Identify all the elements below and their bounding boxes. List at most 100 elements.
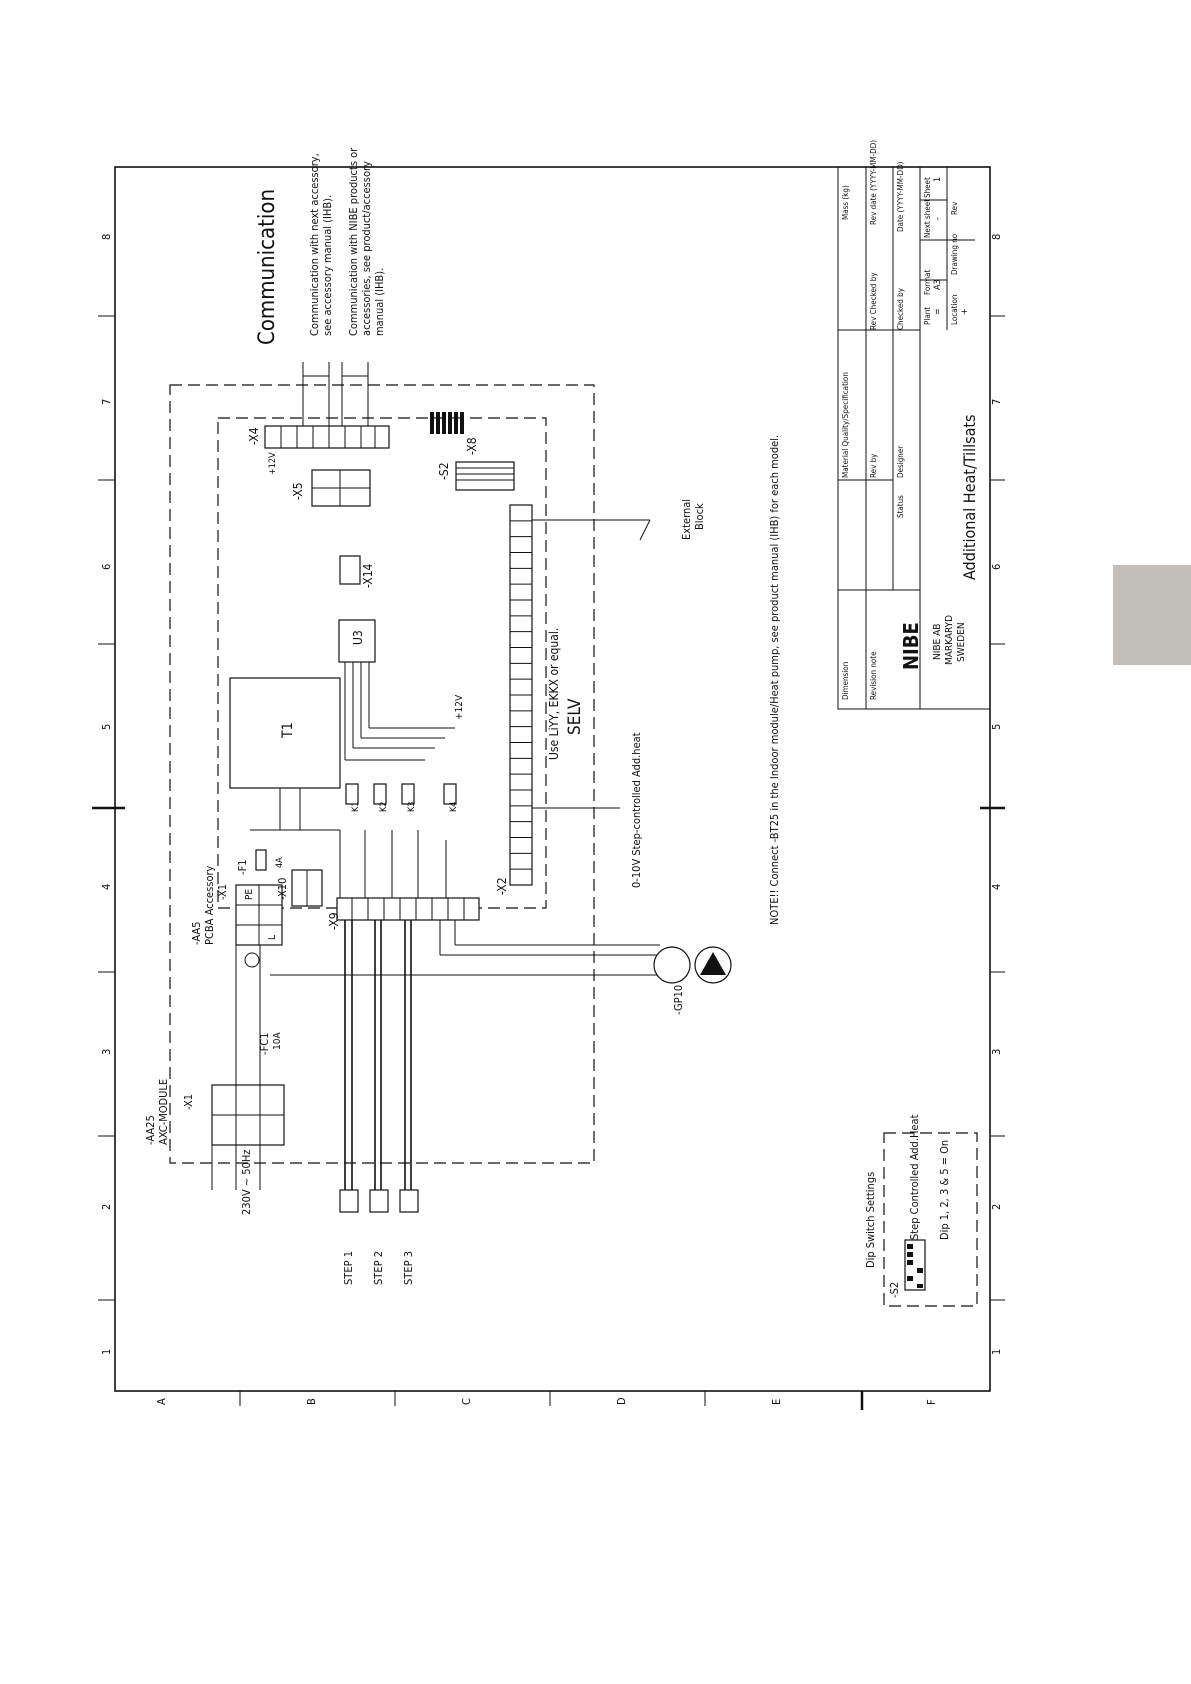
dip-setting: Dip 1, 2, 3 & 5 = On bbox=[938, 1140, 951, 1240]
pcba-l: L bbox=[267, 935, 278, 940]
f1-fuse bbox=[255, 849, 267, 871]
tb-company: NIBE AB bbox=[932, 624, 943, 660]
comm-note2-line1: Communication with NIBE products or bbox=[347, 147, 360, 336]
x4-terminals bbox=[264, 425, 390, 449]
step1-label: STEP 1 bbox=[342, 1251, 355, 1285]
step2-coil bbox=[369, 1189, 389, 1213]
u3-box bbox=[338, 619, 376, 663]
x14-connector bbox=[339, 555, 361, 585]
tb-material: Material Quality/Specification bbox=[841, 372, 850, 478]
frame-col-left-7: 7 bbox=[100, 399, 113, 405]
frame-col-left-6: 6 bbox=[100, 564, 113, 570]
pcba-x1-label: -X1 bbox=[216, 884, 229, 900]
selv-label: SELV bbox=[565, 698, 585, 735]
supply-label: 230V ~ 50Hz bbox=[240, 1150, 253, 1215]
pump-motor bbox=[653, 946, 691, 984]
tb-drawing-title: Additional Heat/Tillsats bbox=[960, 414, 979, 580]
frame-row-F: F bbox=[925, 1399, 938, 1405]
axc-x1-label: -X1 bbox=[182, 1094, 195, 1110]
relay-k1: K1 bbox=[351, 802, 361, 812]
x14-label: -X14 bbox=[361, 563, 375, 588]
x8-jumpers bbox=[430, 412, 464, 434]
tb-rev-by: Rev by bbox=[869, 453, 878, 478]
nibe-logo: NIBE bbox=[899, 622, 923, 670]
frame-ticks bbox=[98, 315, 1005, 1406]
x2-label: -X2 bbox=[495, 877, 509, 895]
relays bbox=[345, 783, 457, 805]
pcba-label: PCBA Accessory bbox=[203, 865, 216, 945]
pump-arrow bbox=[700, 952, 726, 975]
tb-drawing-no: Drawing no bbox=[950, 233, 959, 275]
fc1-label: -FC1 bbox=[258, 1033, 271, 1055]
pump-wires bbox=[270, 920, 660, 976]
tb-sheet-val: 1 bbox=[933, 177, 943, 182]
step2-label: STEP 2 bbox=[372, 1251, 385, 1285]
tb-location-val: + bbox=[960, 308, 970, 315]
frame-col-right-8: 8 bbox=[990, 234, 1003, 240]
s2-pcb-label: -S2 bbox=[437, 462, 451, 480]
tb-next-sheet: Next sheet bbox=[923, 199, 932, 238]
tb-country: SWEDEN bbox=[956, 622, 967, 662]
tb-format-val: A3 bbox=[933, 279, 943, 290]
tb-status: Status bbox=[896, 495, 905, 518]
tb-plant: Plant bbox=[923, 307, 932, 325]
comm-note2-line3: manual (IHB). bbox=[373, 268, 386, 336]
x4-label: -X4 bbox=[247, 427, 261, 445]
side-tab bbox=[1113, 565, 1191, 665]
step3-label: STEP 3 bbox=[402, 1251, 415, 1285]
tb-dimension: Dimension bbox=[841, 662, 850, 700]
frame-col-left-5: 5 bbox=[100, 724, 113, 730]
dip-settings-box bbox=[883, 1132, 978, 1307]
module-enclosure bbox=[169, 384, 595, 1164]
frame-col-right-1: 1 bbox=[990, 1349, 1003, 1355]
frame-col-left-1: 1 bbox=[100, 1349, 113, 1355]
step3-coil bbox=[399, 1189, 419, 1213]
frame-row-A: A bbox=[155, 1398, 168, 1405]
frame-col-left-8: 8 bbox=[100, 234, 113, 240]
drawing-frame bbox=[114, 166, 991, 1392]
s2-dip-switch bbox=[455, 461, 515, 491]
tb-checked-by: Checked by bbox=[896, 287, 905, 330]
tb-rev-checked: Rev Checked by bbox=[869, 272, 878, 330]
ground-symbol bbox=[244, 952, 260, 968]
gp10-label: -GP10 bbox=[672, 985, 685, 1015]
internal-wiring bbox=[250, 662, 455, 900]
pcb-enclosure bbox=[217, 417, 547, 909]
x8-label: -X8 bbox=[465, 437, 479, 455]
comm-brackets bbox=[302, 362, 369, 427]
step1-coil bbox=[339, 1189, 359, 1213]
external-block-1: External bbox=[680, 499, 693, 540]
external-block-2: Block bbox=[693, 503, 706, 530]
aa5-label: -AA5 bbox=[190, 922, 203, 945]
bt25-note: NOTE!! Connect -BT25 in the Indoor modul… bbox=[768, 435, 781, 925]
frame-row-C: C bbox=[460, 1398, 473, 1405]
x5-label: -X5 bbox=[291, 482, 305, 500]
axc-module-label: AXC-MODULE bbox=[157, 1079, 170, 1145]
frame-col-left-2: 2 bbox=[100, 1204, 113, 1210]
frame-col-right-2: 2 bbox=[990, 1204, 1003, 1210]
analog-label: 0-10V Step-controlled Add.heat bbox=[630, 732, 643, 888]
title-block bbox=[837, 166, 991, 710]
tb-city: MARKARYD bbox=[944, 615, 955, 665]
relay-k3: K3 bbox=[407, 802, 417, 812]
t1-transformer bbox=[229, 677, 341, 789]
frame-row-B: B bbox=[305, 1398, 318, 1405]
frame-row-D: D bbox=[615, 1397, 628, 1405]
tb-plant-val: = bbox=[933, 308, 943, 315]
comm-note1-line2: see accessory manual (IHB). bbox=[321, 195, 334, 336]
tb-revision-note: Revision note bbox=[869, 651, 878, 700]
x9-label: -X9 bbox=[327, 912, 341, 930]
comm-note1-line1: Communication with next accessory, bbox=[308, 153, 321, 336]
frame-col-right-7: 7 bbox=[990, 399, 1003, 405]
dip-mode: Step Controlled Add.Heat bbox=[908, 1114, 921, 1240]
comm-note2-line2: accessories, see product/accessory bbox=[360, 161, 373, 336]
x9-terminals bbox=[336, 897, 480, 921]
tb-format: Format bbox=[923, 270, 932, 295]
tb-date: Date (YYYY-MM-DD) bbox=[896, 161, 905, 232]
tb-mass: Mass (kg) bbox=[841, 185, 850, 220]
step-wires bbox=[344, 920, 412, 1190]
relay-k2: K2 bbox=[379, 802, 389, 812]
tb-location: Location bbox=[950, 295, 959, 325]
aa25-label: -AA25 bbox=[144, 1115, 157, 1145]
